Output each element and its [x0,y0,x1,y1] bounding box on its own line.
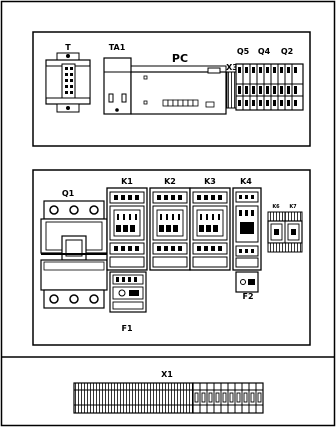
k2-label: K2 [164,177,176,186]
k3-label: K3 [204,177,216,186]
relay-f1: F1 [109,271,147,333]
q5-label: Q5 [237,47,250,56]
small-relays: K6 K7 [267,204,303,253]
relay-f2: F2 [235,271,259,301]
x3-label: X3 [226,63,238,72]
x3-terminal-block [226,71,237,109]
contactor-k2: K2 [149,177,191,271]
bottom-panel: X1 [73,370,264,414]
mid-mounting-plate [32,169,311,346]
k7-label: K7 [289,204,297,210]
q4-label: Q4 [258,47,271,56]
contactor-k3: K3 [189,177,231,271]
breaker-group: X3 Q5 Q4 Q2 [226,47,304,111]
current-transformer-ta1: TA1 [103,43,132,115]
contactor-k4: K4 [232,177,262,271]
pc-label: PC [172,52,188,65]
q2-label: Q2 [281,47,293,56]
k1-label: K1 [121,177,133,186]
f1-label: F1 [121,324,132,333]
mid-panel: Q1 K1 [32,169,311,346]
k6-label: K6 [272,204,280,210]
k4-label: K4 [240,177,252,186]
x1-label: X1 [161,370,173,379]
contactor-k1: K1 [106,177,148,271]
controller-pc: PC [130,52,227,115]
transformer-t: T [45,43,91,113]
terminal-strip-x1 [73,382,264,414]
main-breaker-q1: Q1 [40,189,108,309]
q1-label: Q1 [62,189,75,198]
transformer-label: T [65,43,71,52]
f2-label: F2 [242,292,253,301]
top-mounting-plate [32,31,311,147]
ta1-label: TA1 [109,43,126,52]
top-panel: T TA1 PC [32,31,311,147]
